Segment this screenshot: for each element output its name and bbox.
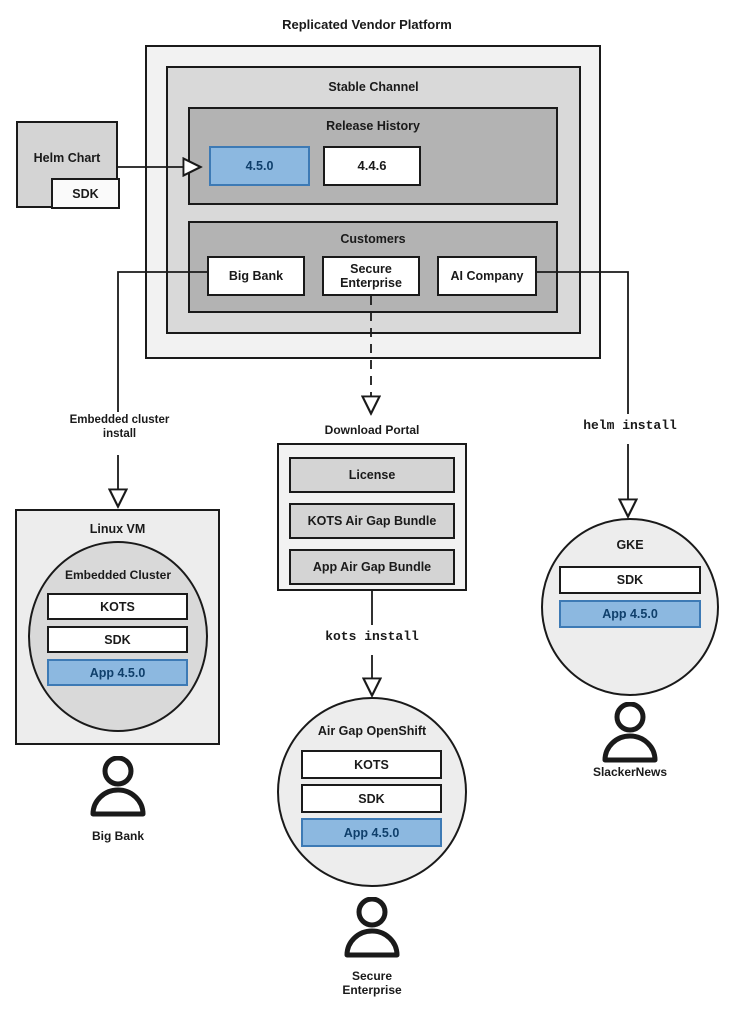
person-icon-secure-enterprise <box>342 896 402 959</box>
airgap-component-sdk[interactable]: SDK <box>301 784 442 813</box>
linux-vm-label: Linux VM <box>89 522 146 536</box>
release-history-label: Release History <box>326 119 420 133</box>
gke-label: GKE <box>616 538 644 552</box>
helm-chart-sdk-box[interactable]: SDK <box>51 178 120 209</box>
download-artifact-license[interactable]: License <box>289 457 455 493</box>
gke-component-app[interactable]: App 4.5.0 <box>559 600 701 628</box>
release-chip-previous[interactable]: 4.4.6 <box>323 146 421 186</box>
customer-big-bank[interactable]: Big Bank <box>207 256 305 296</box>
person-icon-big-bank <box>88 755 148 818</box>
airgap-component-kots[interactable]: KOTS <box>301 750 442 779</box>
customers-label: Customers <box>340 232 406 246</box>
page-title: Replicated Vendor Platform <box>282 17 452 32</box>
airgap-component-app[interactable]: App 4.5.0 <box>301 818 442 847</box>
gke-component-sdk[interactable]: SDK <box>559 566 701 594</box>
linux-vm-component-kots[interactable]: KOTS <box>47 593 188 620</box>
download-artifact-kots-airgap-bundle[interactable]: KOTS Air Gap Bundle <box>289 503 455 539</box>
release-chip-current[interactable]: 4.5.0 <box>209 146 310 186</box>
owner-label-slackernews: SlackerNews <box>592 765 668 779</box>
owner-label-big-bank: Big Bank <box>91 829 144 843</box>
helm-chart-label: Helm Chart <box>33 151 101 165</box>
linux-vm-component-app[interactable]: App 4.5.0 <box>47 659 188 686</box>
stable-channel-label: Stable Channel <box>328 80 419 94</box>
edge-label-embedded-cluster-install: Embedded cluster install <box>69 414 170 440</box>
download-artifact-app-airgap-bundle[interactable]: App Air Gap Bundle <box>289 549 455 585</box>
download-portal-title: Download Portal <box>324 423 420 437</box>
owner-label-secure-enterprise: Secure Enterprise <box>342 969 402 998</box>
customer-secure-enterprise[interactable]: Secure Enterprise <box>322 256 420 296</box>
person-icon-slackernews <box>600 701 660 764</box>
edge-label-kots-install: kots install <box>325 629 419 644</box>
customer-ai-company[interactable]: AI Company <box>437 256 537 296</box>
embedded-cluster-label: Embedded Cluster <box>64 568 172 582</box>
linux-vm-component-sdk[interactable]: SDK <box>47 626 188 653</box>
edge-label-helm-install: helm install <box>583 418 677 433</box>
airgap-openshift-label: Air Gap OpenShift <box>317 724 427 738</box>
